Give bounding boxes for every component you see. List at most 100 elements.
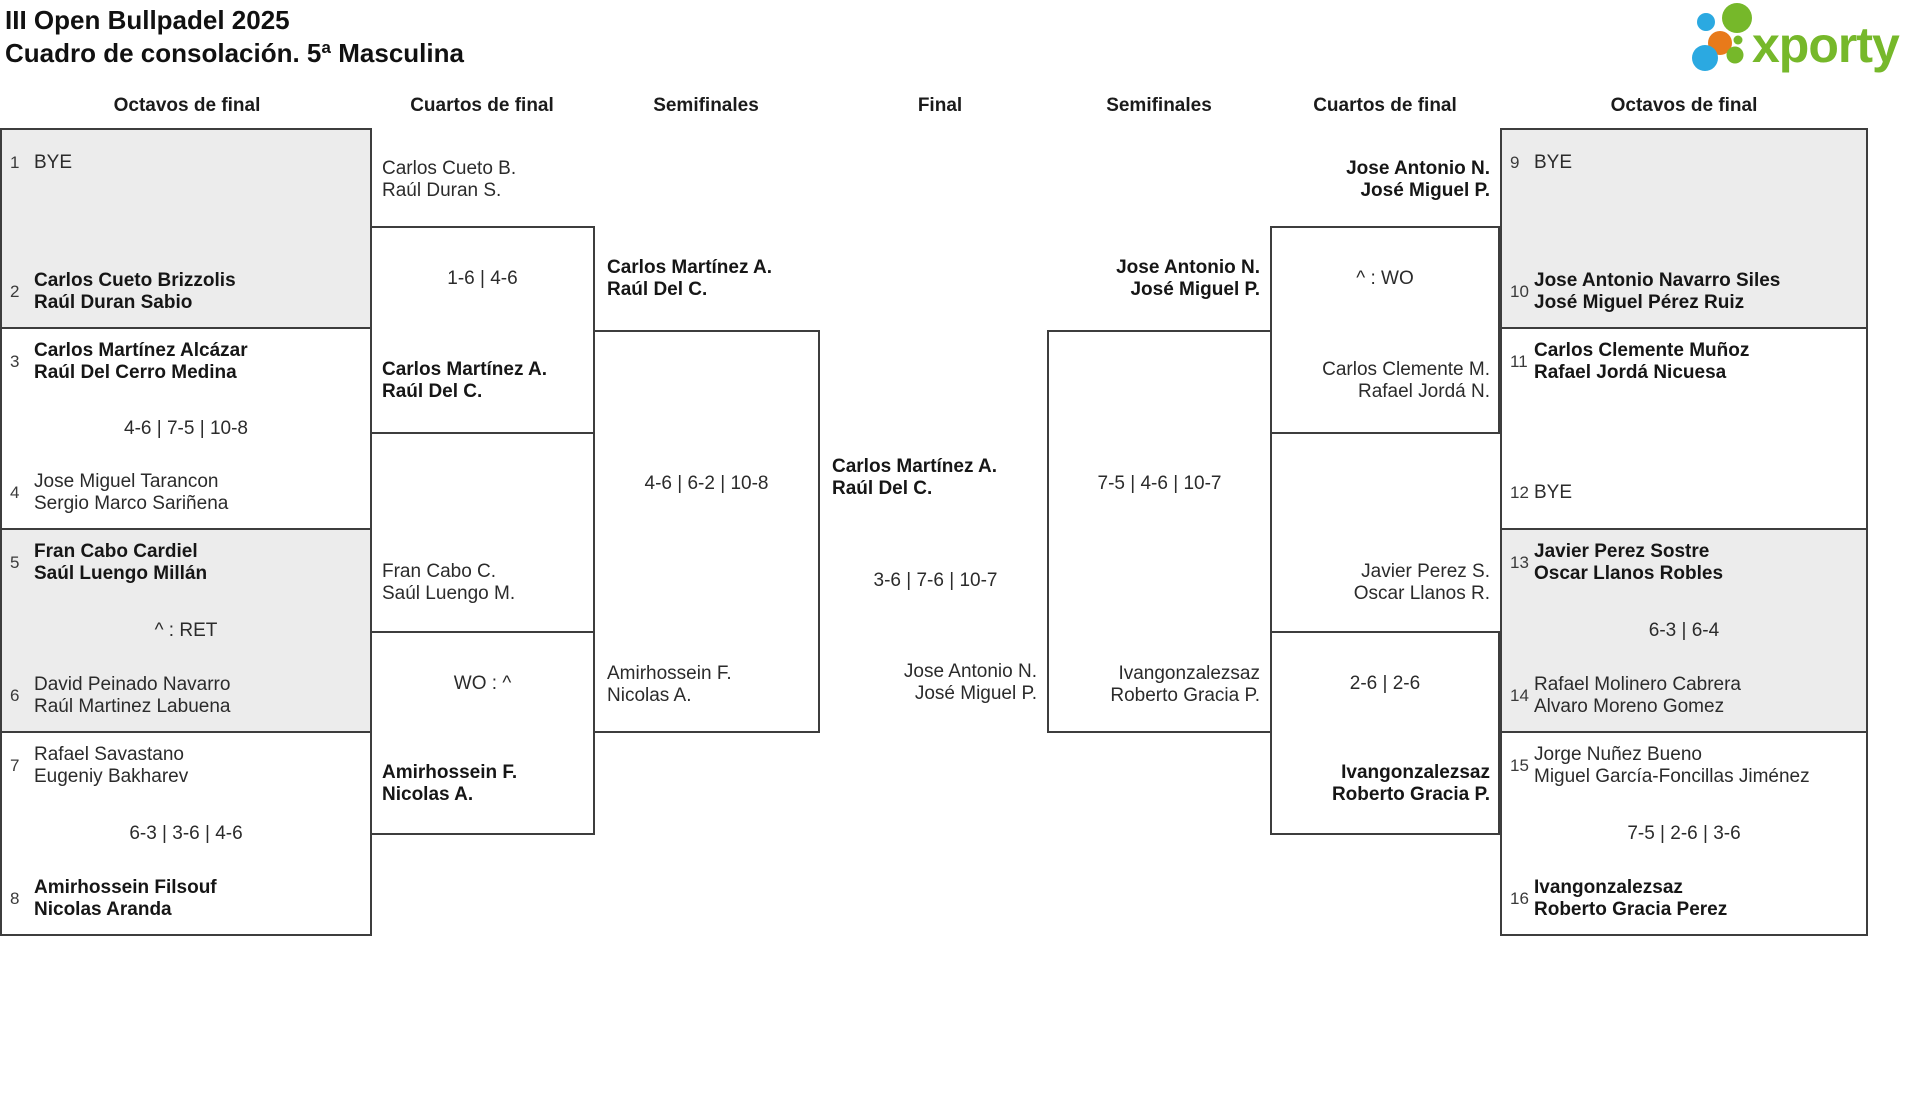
match-box-6: 11 Carlos Clemente Muñoz Rafael Jordá Ni… <box>1500 327 1868 530</box>
match-box-4: 7 Rafael Savastano Eugeniy Bakharev 6-3 … <box>0 731 372 936</box>
logo-text: xporty <box>1752 17 1900 73</box>
match-score: 6-3 | 6-4 <box>1648 619 1720 641</box>
team-seed: 14 <box>1510 686 1529 705</box>
octavos-right-column: 9 BYE 10 Jose Antonio Navarro Siles José… <box>1500 128 1868 936</box>
round-header-octavos-left: Octavos de final <box>113 95 261 116</box>
team-seed: 8 <box>10 889 20 908</box>
qf-winner-label: Ivangonzalezsaz Roberto Gracia P. <box>1331 762 1490 805</box>
match-score: 4-6 | 7-5 | 10-8 <box>124 417 248 439</box>
team-name: Javier Perez Sostre Oscar Llanos Robles <box>1534 541 1724 584</box>
sf-score: 4-6 | 6-2 | 10-8 <box>644 473 769 494</box>
round-header-cuartos-left: Cuartos de final <box>410 95 554 116</box>
team-name: BYE <box>1534 482 1573 503</box>
team-slot: 4 Jose Miguel Tarancon Sergio Marco Sari… <box>10 470 364 516</box>
team-name: Carlos Martínez Alcázar Raúl Del Cerro M… <box>34 340 248 383</box>
team-slot-winner: 16 Ivangonzalezsaz Roberto Gracia Perez <box>1510 876 1860 922</box>
team-name: Jose Antonio Navarro Siles José Miguel P… <box>1534 270 1781 313</box>
logo-dot-green-big <box>1722 3 1752 33</box>
team-slot: 6 David Peinado Navarro Raúl Martinez La… <box>10 673 364 719</box>
match-box-1: 1 BYE 2 Carlos Cueto Brizzolis Raúl Dura… <box>0 128 372 329</box>
team-seed: 11 <box>1510 352 1528 371</box>
qf-team-label: Javier Perez S. Oscar Llanos R. <box>1353 561 1490 604</box>
qf-score: 1-6 | 4-6 <box>447 268 518 289</box>
match-box-7: 13 Javier Perez Sostre Oscar Llanos Robl… <box>1500 528 1868 733</box>
team-slot-winner: 8 Amirhossein Filsouf Nicolas Aranda <box>10 876 364 922</box>
match-score: ^ : RET <box>154 619 218 641</box>
qf-score: ^ : WO <box>1356 268 1414 289</box>
team-name: Jorge Nuñez Bueno Miguel García-Foncilla… <box>1534 744 1810 787</box>
team-slot: 7 Rafael Savastano Eugeniy Bakharev <box>10 743 364 789</box>
round-header-semis-left: Semifinales <box>653 95 759 116</box>
qf-winner-label: Amirhossein F. Nicolas A. <box>382 762 518 805</box>
team-slot-winner: 10 Jose Antonio Navarro Siles José Migue… <box>1510 269 1860 315</box>
qf-left-bottom-box <box>370 631 595 835</box>
match-score: 7-5 | 2-6 | 3-6 <box>1627 822 1741 844</box>
qf-right-bottom-box <box>1270 631 1500 835</box>
team-slot-winner: 2 Carlos Cueto Brizzolis Raúl Duran Sabi… <box>10 269 364 315</box>
round-header-octavos-right: Octavos de final <box>1610 95 1758 116</box>
team-slot-winner: 11 Carlos Clemente Muñoz Rafael Jordá Ni… <box>1510 339 1860 385</box>
team-seed: 2 <box>10 282 20 301</box>
team-slot-winner: 5 Fran Cabo Cardiel Saúl Luengo Millán <box>10 540 364 586</box>
team-name: Fran Cabo Cardiel Saúl Luengo Millán <box>34 541 208 584</box>
team-name: Carlos Clemente Muñoz Rafael Jordá Nicue… <box>1534 340 1750 383</box>
team-seed: 9 <box>1510 153 1520 172</box>
team-seed: 12 <box>1510 483 1529 502</box>
logo-dot-green-small <box>1726 46 1744 64</box>
qf-team-label: Carlos Cueto B. Raúl Duran S. <box>382 158 517 201</box>
team-seed: 16 <box>1510 889 1529 908</box>
team-name: Rafael Molinero Cabrera Alvaro Moreno Go… <box>1534 674 1741 717</box>
qf-winner-label: Jose Antonio N. José Miguel P. <box>1346 158 1490 201</box>
team-name: BYE <box>1534 152 1573 173</box>
final-winner-label: Carlos Martínez A. Raúl Del C. <box>832 456 998 499</box>
logo-dot-blue-big <box>1692 45 1718 71</box>
round-header-cuartos-right: Cuartos de final <box>1313 95 1457 116</box>
final-score: 3-6 | 7-6 | 10-7 <box>873 570 998 591</box>
final-runnerup-label: Jose Antonio N. José Miguel P. <box>903 661 1037 704</box>
match-score: 6-3 | 3-6 | 4-6 <box>129 822 243 844</box>
round-header-semis-right: Semifinales <box>1106 95 1212 116</box>
team-slot: 1 BYE <box>10 140 364 186</box>
team-name: Rafael Savastano Eugeniy Bakharev <box>34 744 189 787</box>
team-slot: 9 BYE <box>1510 140 1860 186</box>
octavos-left-column: 1 BYE 2 Carlos Cueto Brizzolis Raúl Dura… <box>0 128 372 936</box>
team-seed: 6 <box>10 686 20 705</box>
team-name: BYE <box>34 152 73 173</box>
sf-left-box <box>593 330 820 733</box>
team-slot: 14 Rafael Molinero Cabrera Alvaro Moreno… <box>1510 673 1860 719</box>
team-name: Carlos Cueto Brizzolis Raúl Duran Sabio <box>34 270 236 313</box>
sf-team-label: Amirhossein F. Nicolas A. <box>607 663 732 706</box>
team-name: Ivangonzalezsaz Roberto Gracia Perez <box>1534 877 1728 920</box>
match-box-2: 3 Carlos Martínez Alcázar Raúl Del Cerro… <box>0 327 372 530</box>
sf-winner-label: Carlos Martínez A. Raúl Del C. <box>607 257 773 300</box>
team-seed: 7 <box>10 756 20 775</box>
match-box-3: 5 Fran Cabo Cardiel Saúl Luengo Millán ^… <box>0 528 372 733</box>
round-header-final: Final <box>917 95 963 116</box>
team-slot: 12 BYE <box>1510 470 1860 516</box>
team-seed: 10 <box>1510 282 1529 301</box>
xporty-logo: xporty <box>1692 3 1901 73</box>
qf-winner-label: Carlos Martínez A. Raúl Del C. <box>382 359 548 402</box>
qf-score: WO : ^ <box>453 673 512 694</box>
team-name: Jose Miguel Tarancon Sergio Marco Sariñe… <box>34 471 229 514</box>
team-seed: 13 <box>1510 553 1529 572</box>
sf-score: 7-5 | 4-6 | 10-7 <box>1097 473 1222 494</box>
team-seed: 15 <box>1510 756 1529 775</box>
team-seed: 5 <box>10 553 20 572</box>
sf-team-label: Ivangonzalezsaz Roberto Gracia P. <box>1110 663 1260 706</box>
page-title: III Open Bullpadel 2025 Cuadro de consol… <box>5 4 464 70</box>
team-seed: 1 <box>10 153 20 172</box>
match-box-5: 9 BYE 10 Jose Antonio Navarro Siles José… <box>1500 128 1868 329</box>
match-box-8: 15 Jorge Nuñez Bueno Miguel García-Fonci… <box>1500 731 1868 936</box>
tournament-title: III Open Bullpadel 2025 <box>5 5 290 35</box>
logo-dot-green-tiny <box>1733 35 1743 45</box>
team-name: David Peinado Navarro Raúl Martinez Labu… <box>34 674 231 717</box>
sf-winner-label: Jose Antonio N. José Miguel P. <box>1116 257 1260 300</box>
team-slot-winner: 3 Carlos Martínez Alcázar Raúl Del Cerro… <box>10 339 364 385</box>
team-slot-winner: 13 Javier Perez Sostre Oscar Llanos Robl… <box>1510 540 1860 586</box>
qf-team-label: Carlos Clemente M. Rafael Jordá N. <box>1322 359 1490 402</box>
bracket-subtitle: Cuadro de consolación. 5ª Masculina <box>5 38 464 68</box>
qf-team-label: Fran Cabo C. Saúl Luengo M. <box>382 561 516 604</box>
sf-right-box <box>1047 330 1272 733</box>
